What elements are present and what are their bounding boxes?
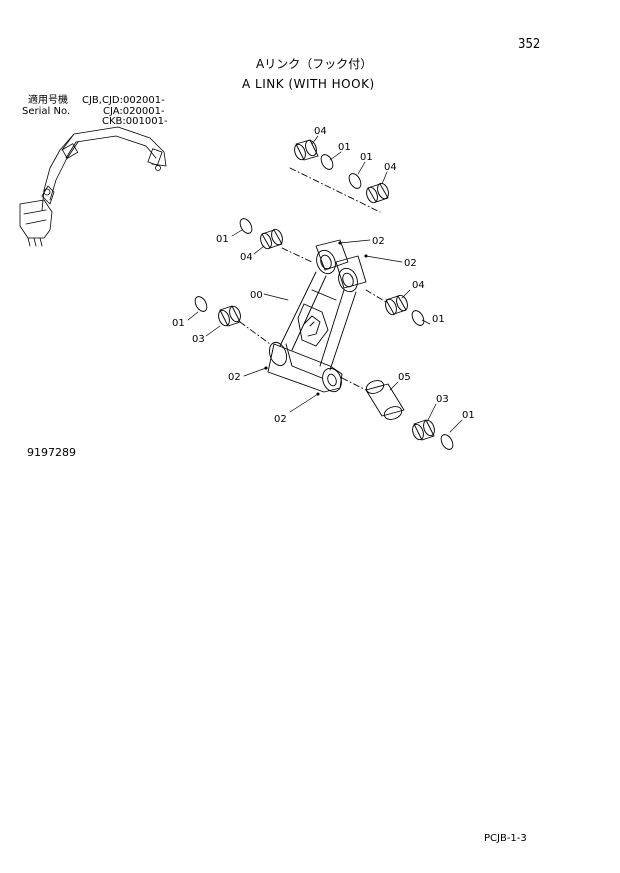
leader-lines [187,135,463,433]
page-number: 352 [518,37,541,52]
snap-ring-01 [348,173,362,189]
serial-label-ja: 適用号機 [28,95,68,106]
serial-label-en: Serial No. [22,106,71,117]
callout-label: 03 [436,394,449,405]
callout-label: 01 [432,314,445,325]
sheet-code: PCJB-1-3 [484,833,527,844]
serial-value: CJB,CJD:002001- [82,95,165,106]
snap-ring-01 [411,310,425,326]
bushing-03 [218,305,241,327]
center-line [281,247,313,263]
callout-label: 01 [360,152,373,163]
callout-label: 02 [274,414,287,425]
callout-label: 02 [228,372,241,383]
snap-ring-01 [239,218,253,234]
page-title-en: A LINK (WITH HOOK) [242,77,375,91]
drawing-number: 9197289 [27,446,76,459]
callout-label: 01 [216,234,229,245]
page-title-ja: Aリンク（フック付） [256,57,373,71]
excavator-arm-icon [19,126,167,247]
center-line [365,289,387,303]
bushing-04 [294,139,319,161]
callout-label: 01 [462,410,475,421]
callout-label: 04 [412,280,425,291]
callout-label: 04 [314,126,327,137]
bushing-04 [366,182,389,204]
callout-label: 02 [404,258,417,269]
center-line [341,377,367,391]
pin-05 [365,380,405,420]
snap-ring-01 [320,154,334,170]
serial-value: CJA:020001- [103,106,165,117]
callout-label: 01 [338,142,351,153]
bushing-04 [260,228,283,250]
callout-label: 01 [172,318,185,329]
center-line [289,167,381,213]
bushing-03 [412,419,435,441]
snap-ring-01 [440,434,454,450]
snap-ring-01 [194,296,208,312]
center-line [239,321,271,345]
serial-value: CKB:001001- [102,116,168,127]
callout-label: 05 [398,372,411,383]
a-link-body [267,239,367,393]
callout-label: 04 [384,162,397,173]
bushing-04 [385,294,408,316]
callout-label: 03 [192,334,205,345]
callout-label: 02 [372,236,385,247]
callout-label: 04 [240,252,253,263]
callout-label: 00 [250,290,263,301]
